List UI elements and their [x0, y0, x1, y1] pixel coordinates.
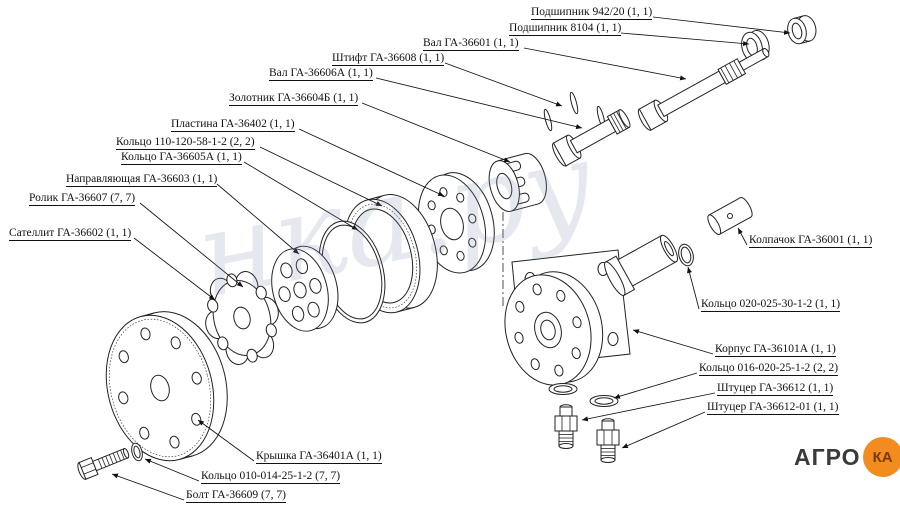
part-bearing-942-20: [787, 15, 817, 45]
logo-text-agro: АГРО: [794, 443, 861, 470]
label-fitting-ga-36612-01: Штуцер ГА-36612-01 (1, 1): [707, 401, 839, 415]
part-rollers-ga-36607: [207, 273, 277, 363]
part-shaft-ga-36601: [637, 47, 770, 131]
part-fitting-ga-36612: [554, 404, 578, 449]
label-ring-016-020: Кольцо 016-020-25-1-2 (2, 2): [699, 362, 839, 376]
label-shaft-ga-36601: Вал ГА-36601 (1, 1): [423, 37, 519, 51]
label-plate-ga-36402: Пластина ГА-36402 (1, 1): [171, 118, 295, 132]
label-bolt-ga-36609: Болт ГА-36609 (7, 7): [186, 489, 286, 503]
part-washers-016-020: [548, 383, 619, 407]
label-spool-ga-36604b: Золотник ГА-36604Б (1, 1): [229, 92, 359, 106]
part-spool-ga-36604b: [488, 152, 547, 212]
label-ring-020-025: Кольцо 020-025-30-1-2 (1, 1): [701, 298, 841, 312]
leader-lines: [111, 16, 791, 501]
label-roller-ga-36607: Ролик ГА-36607 (7, 7): [29, 192, 136, 206]
part-cap-ga-36001: [707, 196, 753, 236]
label-cap-ga-36001: Колпачок ГА-36001 (1, 1): [749, 234, 873, 248]
agro-ka-logo: АГРО КА: [794, 437, 900, 477]
label-shaft-ga-36606a: Вал ГА-36606А (1, 1): [269, 67, 373, 81]
label-satellite-ga-36602: Сателлит ГА-36602 (1, 1): [9, 227, 132, 241]
label-bearing-8104: Подшипник 8104 (1, 1): [509, 22, 622, 36]
label-body-ga-36101a: Корпус ГА-36101А (1, 1): [715, 343, 836, 357]
part-pins-ga-36608: [543, 91, 606, 132]
label-ring-110-120: Кольцо 110-120-58-1-2 (2, 2): [116, 136, 255, 150]
label-guide-ga-36603: Направляющая ГА-36603 (1, 1): [66, 173, 218, 187]
part-guide-ga-36603: [271, 245, 339, 332]
part-shaft-ga-36606a: [552, 109, 631, 167]
part-oring-020-025: [678, 243, 694, 267]
part-housing-ga-36101a: [504, 234, 678, 386]
label-ring-010-014: Кольцо 010-014-25-1-2 (7, 7): [201, 470, 341, 484]
logo-text-ka: КА: [872, 448, 893, 466]
part-ring-ga-36605a: [343, 194, 438, 314]
label-fitting-ga-36612: Штуцер ГА-36612 (1, 1): [717, 382, 834, 396]
label-cover-ga-36401a: Крышка ГА-36401А (1, 1): [256, 450, 382, 464]
part-fitting-ga-36612-01: [596, 418, 620, 463]
label-ring-ga-36605a: Кольцо ГА-36605А (1, 1): [121, 151, 242, 165]
label-bearing-942-20: Подшипник 942/20 (1, 1): [531, 6, 653, 20]
label-pin-ga-36608: Штифт ГА-36608 (1, 1): [332, 52, 445, 66]
part-bolt-ga-36609: [77, 447, 130, 480]
logo-circle: КА: [862, 437, 900, 477]
part-ring-010-014: [131, 442, 143, 462]
part-satellite-ga-36602: [205, 271, 279, 365]
